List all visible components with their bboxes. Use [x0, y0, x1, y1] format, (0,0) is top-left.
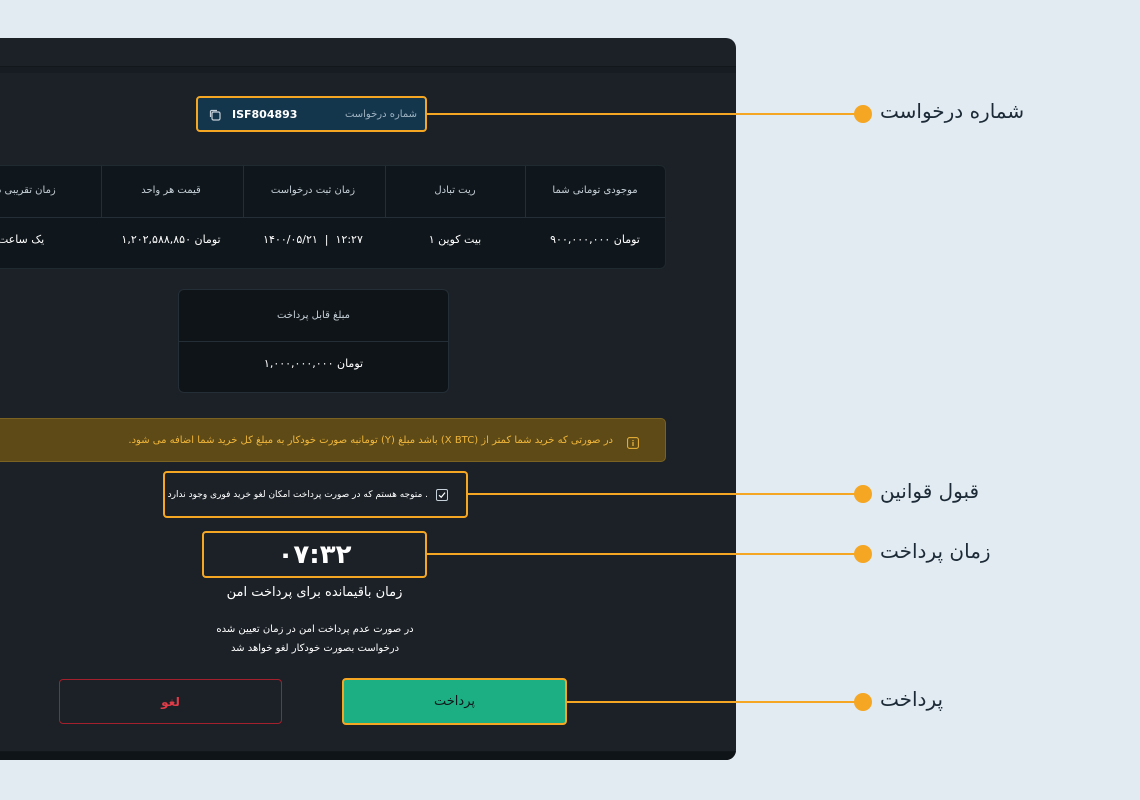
warning-banner: در صورتی که خرید شما کمتر از (X BTC) باش…: [0, 418, 666, 462]
panel-divider: [0, 751, 736, 752]
table-header-eta: زمان تقریبی دریا: [0, 185, 56, 196]
annotation-leader-terms: [468, 493, 863, 495]
payment-panel: [0, 38, 736, 760]
request-number-label: شماره درخواست: [344, 108, 417, 120]
table-header-time: زمان ثبت درخواست: [270, 185, 356, 196]
table-value-unit-price: ۱,۲۰۲,۵۸۸,۸۵۰ تومان: [121, 233, 221, 246]
table-header-row: [0, 166, 665, 218]
table-value-eta: یک ساعت: [0, 233, 45, 246]
annotation-dot-terms: [854, 485, 872, 503]
panel-footer-strip: [0, 752, 736, 760]
annotation-leader-timer: [427, 553, 863, 555]
annotation-payment: پرداخت: [880, 687, 944, 711]
annotation-accept-terms: قبول قوانین: [880, 479, 980, 503]
accept-terms-checkbox[interactable]: [436, 488, 448, 501]
request-number-value: ISF804893: [232, 107, 298, 121]
table-header-balance: موجودی تومانی شما: [552, 185, 638, 196]
table-value-time: ۱۴۰۰/۰۵/۲۱ | ۱۲:۲۷: [263, 233, 363, 246]
annotation-dot-pay: [854, 693, 872, 711]
payable-amount-value: ۱,۰۰۰,۰۰۰,۰۰۰ تومان: [263, 357, 364, 370]
accept-terms-text: متوجه هستم که در صورت پرداخت امکان لغو خ…: [167, 489, 428, 500]
table-value-rate: ۱ بیت کوین: [428, 233, 482, 246]
panel-header-strip: [0, 66, 736, 73]
annotation-leader-pay: [567, 701, 863, 703]
timer-label: زمان باقیمانده برای پرداخت امن: [226, 585, 403, 600]
table-col-divider: [101, 166, 102, 217]
annotation-leader-request: [427, 113, 863, 115]
annotation-dot-request: [854, 105, 872, 123]
pay-button[interactable]: پرداخت: [342, 678, 567, 725]
table-header-unit-price: قیمت هر واحد: [141, 185, 201, 196]
timer-note: در صورت عدم پرداخت امن در زمان تعیین شده…: [150, 620, 480, 658]
table-header-rate: ریت تبادل: [434, 185, 476, 196]
payment-timer: ۰۷:۳۲: [202, 531, 427, 578]
table-col-divider: [243, 166, 244, 217]
annotation-payment-time: زمان پرداخت: [880, 539, 991, 563]
annotation-request-number: شماره درخواست: [880, 99, 1025, 123]
timer-value: ۰۷:۳۲: [277, 539, 352, 570]
timer-note-line: درخواست بصورت خودکار لغو خواهد شد: [230, 643, 400, 654]
payable-amount-box: مبلغ قابل پرداخت ۱,۰۰۰,۰۰۰,۰۰۰ تومان: [178, 289, 449, 393]
table-value-balance: ۹۰۰,۰۰۰,۰۰۰ تومان: [550, 233, 640, 246]
check-icon: [438, 491, 446, 498]
cancel-button[interactable]: لغو: [59, 679, 282, 724]
accept-terms-box[interactable]: متوجه هستم که در صورت پرداخت امکان لغو خ…: [163, 471, 468, 518]
table-col-divider: [525, 166, 526, 217]
annotation-dot-timer: [854, 545, 872, 563]
request-info-table: موجودی تومانی شما ریت تبادل زمان ثبت درخ…: [0, 165, 666, 269]
timer-note-line: در صورت عدم پرداخت امن در زمان تعیین شده: [216, 624, 414, 635]
warning-text: در صورتی که خرید شما کمتر از (X BTC) باش…: [128, 434, 613, 446]
request-number-box: ISF804893 شماره درخواست: [196, 96, 427, 132]
payable-amount-label: مبلغ قابل پرداخت: [179, 290, 448, 342]
copy-icon[interactable]: [208, 107, 222, 121]
info-icon: [627, 434, 639, 449]
table-col-divider: [385, 166, 386, 217]
